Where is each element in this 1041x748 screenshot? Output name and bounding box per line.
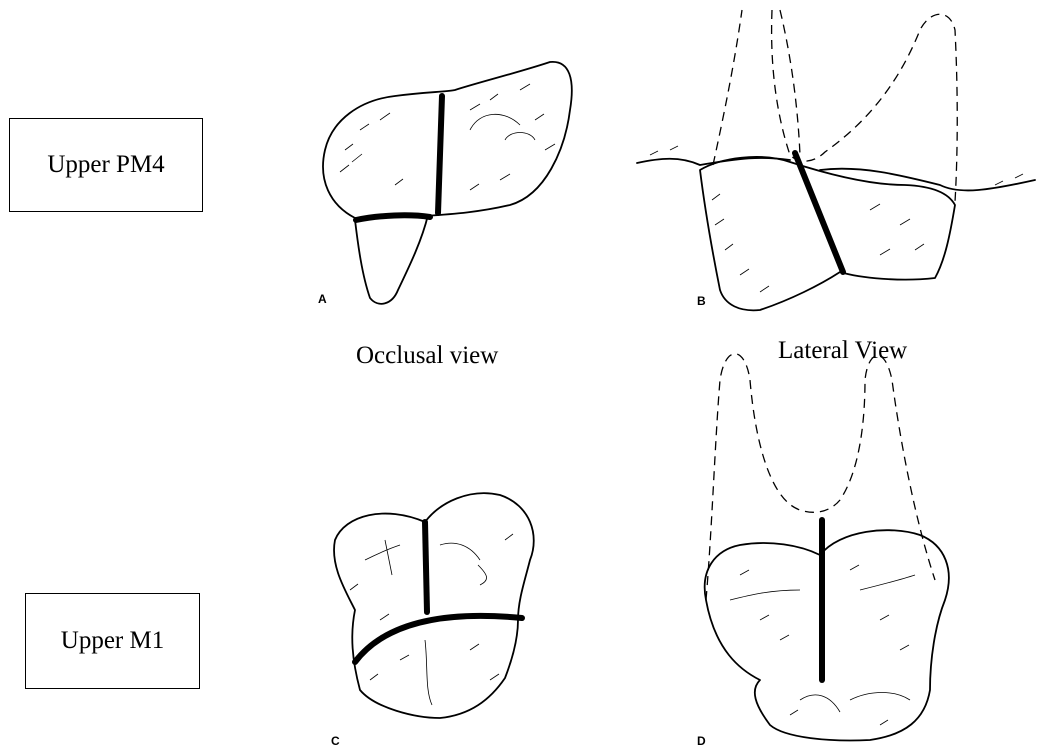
upper-pm4-label: Upper PM4 [9, 118, 203, 212]
panel-letter-a: A [318, 292, 327, 306]
m1-occlusal-cut-vertical [425, 522, 427, 612]
panel-letter-b: B [697, 294, 706, 308]
m1-occlusal-drawing [334, 493, 534, 718]
panel-letter-c: C [331, 734, 340, 748]
upper-m1-label-text: Upper M1 [61, 627, 164, 655]
panel-letter-d: D [697, 734, 706, 748]
lateral-view-caption: Lateral View [778, 337, 907, 365]
occlusal-view-caption: Occlusal view [356, 342, 498, 370]
upper-pm4-label-text: Upper PM4 [47, 151, 164, 179]
upper-m1-label: Upper M1 [25, 593, 200, 689]
m1-occlusal-cut-horizontal [355, 616, 522, 662]
pm4-occlusal-cut-horizontal [356, 215, 430, 220]
m1-lateral-drawing [705, 354, 949, 741]
pm4-occlusal-cut-vertical [438, 96, 442, 213]
pm4-occlusal-drawing [323, 62, 572, 304]
pm4-lateral-drawing [637, 10, 1035, 310]
